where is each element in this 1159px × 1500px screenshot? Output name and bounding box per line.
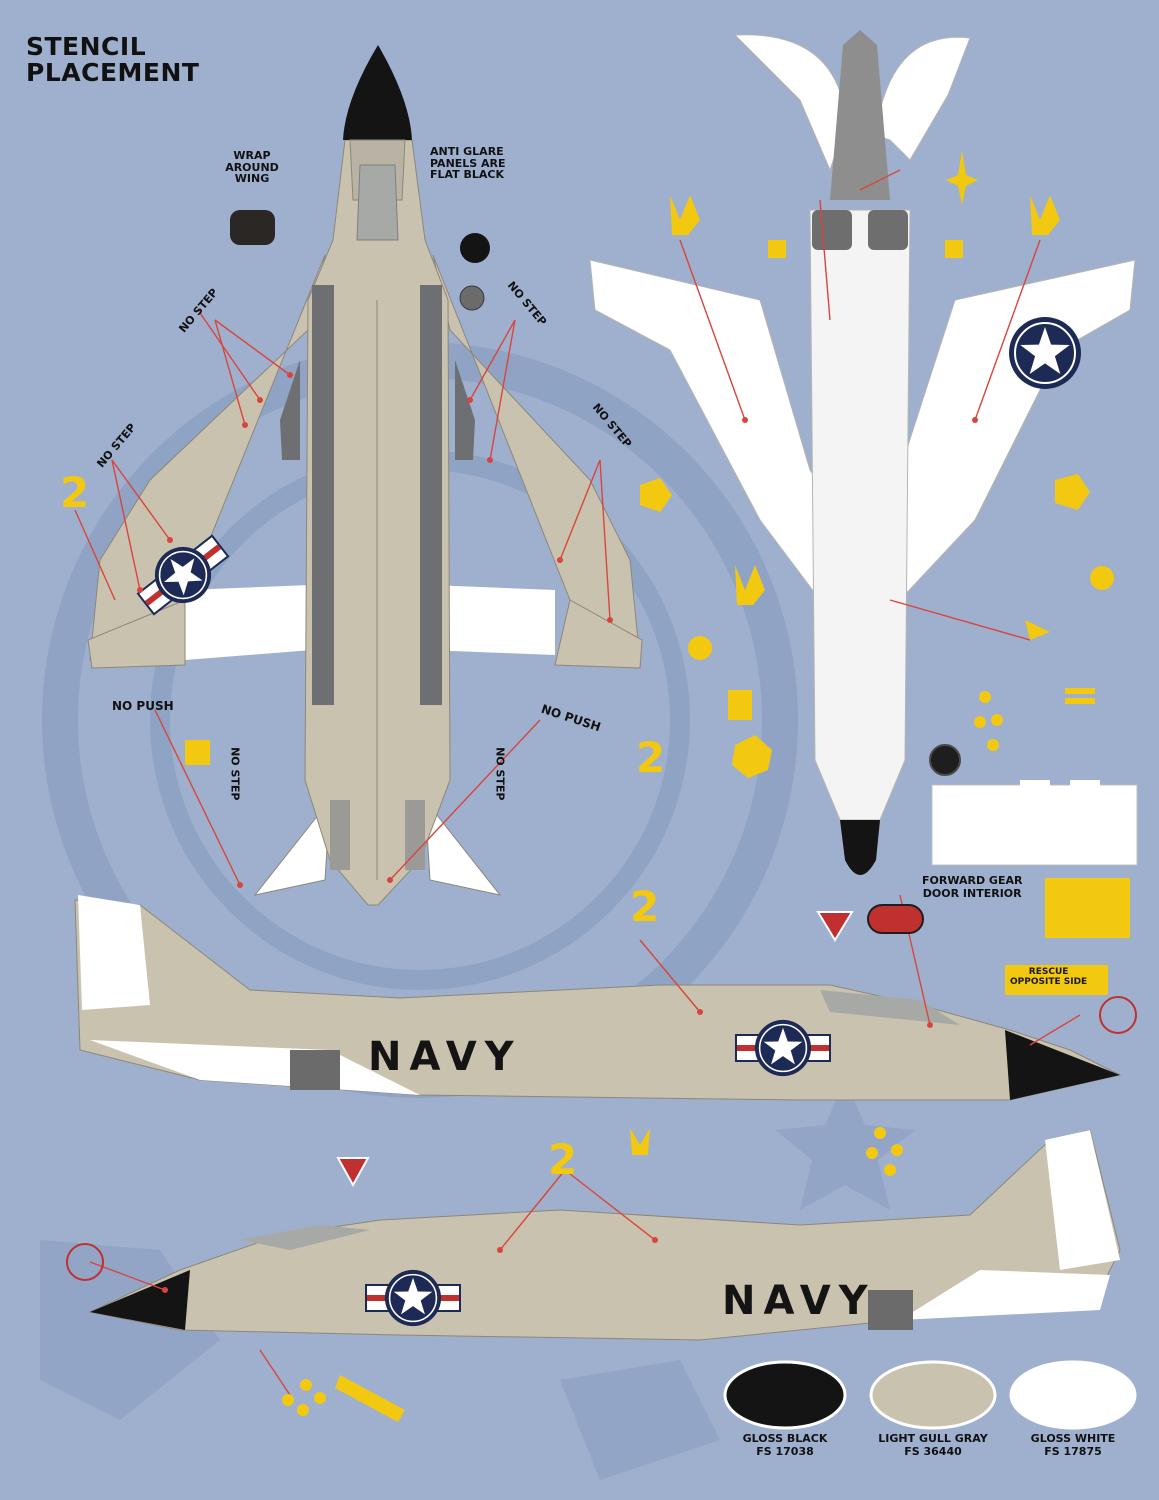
swatch-gloss-black [723,1360,847,1430]
page-title: STENCIL PLACEMENT [26,32,200,88]
swatch-code: FS 36440 [904,1444,962,1458]
swatch-gloss-white [1009,1360,1137,1430]
modex-number-top-right: 2 [636,733,666,782]
no-step-label-6: NO STEP [493,747,507,801]
modex-number-side-2: 2 [548,1135,578,1184]
anti-glare-line-2: PANELS ARE [430,156,506,170]
modex-number-top-left: 2 [60,468,90,517]
navy-marking-side-1: NAVY [368,1034,522,1080]
anti-glare-line-1: ANTI GLARE [430,145,504,158]
navy-marking-side-2: NAVY [722,1278,876,1324]
title-line-2: PLACEMENT [26,58,200,88]
swatch-code: FS 17038 [756,1444,814,1458]
modex-number-side-1: 2 [630,882,660,931]
swatch-name: GLOSS BLACK [742,1432,828,1445]
wrap-line-3: WING [234,172,270,186]
swatch-caption-light-gull-gray: LIGHT GULL GRAY FS 36440 [873,1432,993,1458]
swatch-name: LIGHT GULL GRAY [878,1432,988,1445]
side-view-left-aircraft [88,1129,1121,1341]
bottom-view-aircraft [589,30,1136,875]
rescue-line-2: OPPOSITE SIDE [1010,977,1088,988]
swatch-caption-gloss-white: GLOSS WHITE FS 17875 [1013,1432,1133,1458]
forward-gear-door-panel [931,780,1138,866]
rescue-label: RESCUE OPPOSITE SIDE [1010,967,1087,988]
no-step-label-5: NO STEP [228,747,242,801]
gear-line-2: DOOR INTERIOR [922,886,1022,900]
leader-lines [74,169,1081,1396]
leader-points [137,372,978,1293]
stencil-markers [66,210,1137,1281]
side-view-right-aircraft [74,895,1122,1101]
gear-line-1: FORWARD GEAR [922,874,1023,887]
swatch-name: GLOSS WHITE [1030,1432,1116,1445]
wrap-line-1: WRAP [233,149,271,162]
swatch-light-gull-gray [869,1360,997,1430]
no-push-label-1: NO PUSH [112,699,174,713]
anti-glare-line-3: FLAT BLACK [430,168,505,182]
color-swatches [723,1360,1137,1430]
anti-glare-label: ANTI GLARE PANELS ARE FLAT BLACK [430,146,506,181]
wrap-line-2: AROUND [225,160,279,174]
rescue-line-1: RESCUE [1028,967,1069,977]
forward-gear-label: FORWARD GEAR DOOR INTERIOR [922,874,1023,900]
top-view-aircraft [87,45,643,906]
wrap-around-wing-label: WRAP AROUND WING [212,150,292,185]
yellow-stencils [185,150,1130,1422]
swatch-caption-gloss-black: GLOSS BLACK FS 17038 [725,1432,845,1458]
title-line-1: STENCIL [26,32,147,61]
swatch-code: FS 17875 [1044,1444,1102,1458]
